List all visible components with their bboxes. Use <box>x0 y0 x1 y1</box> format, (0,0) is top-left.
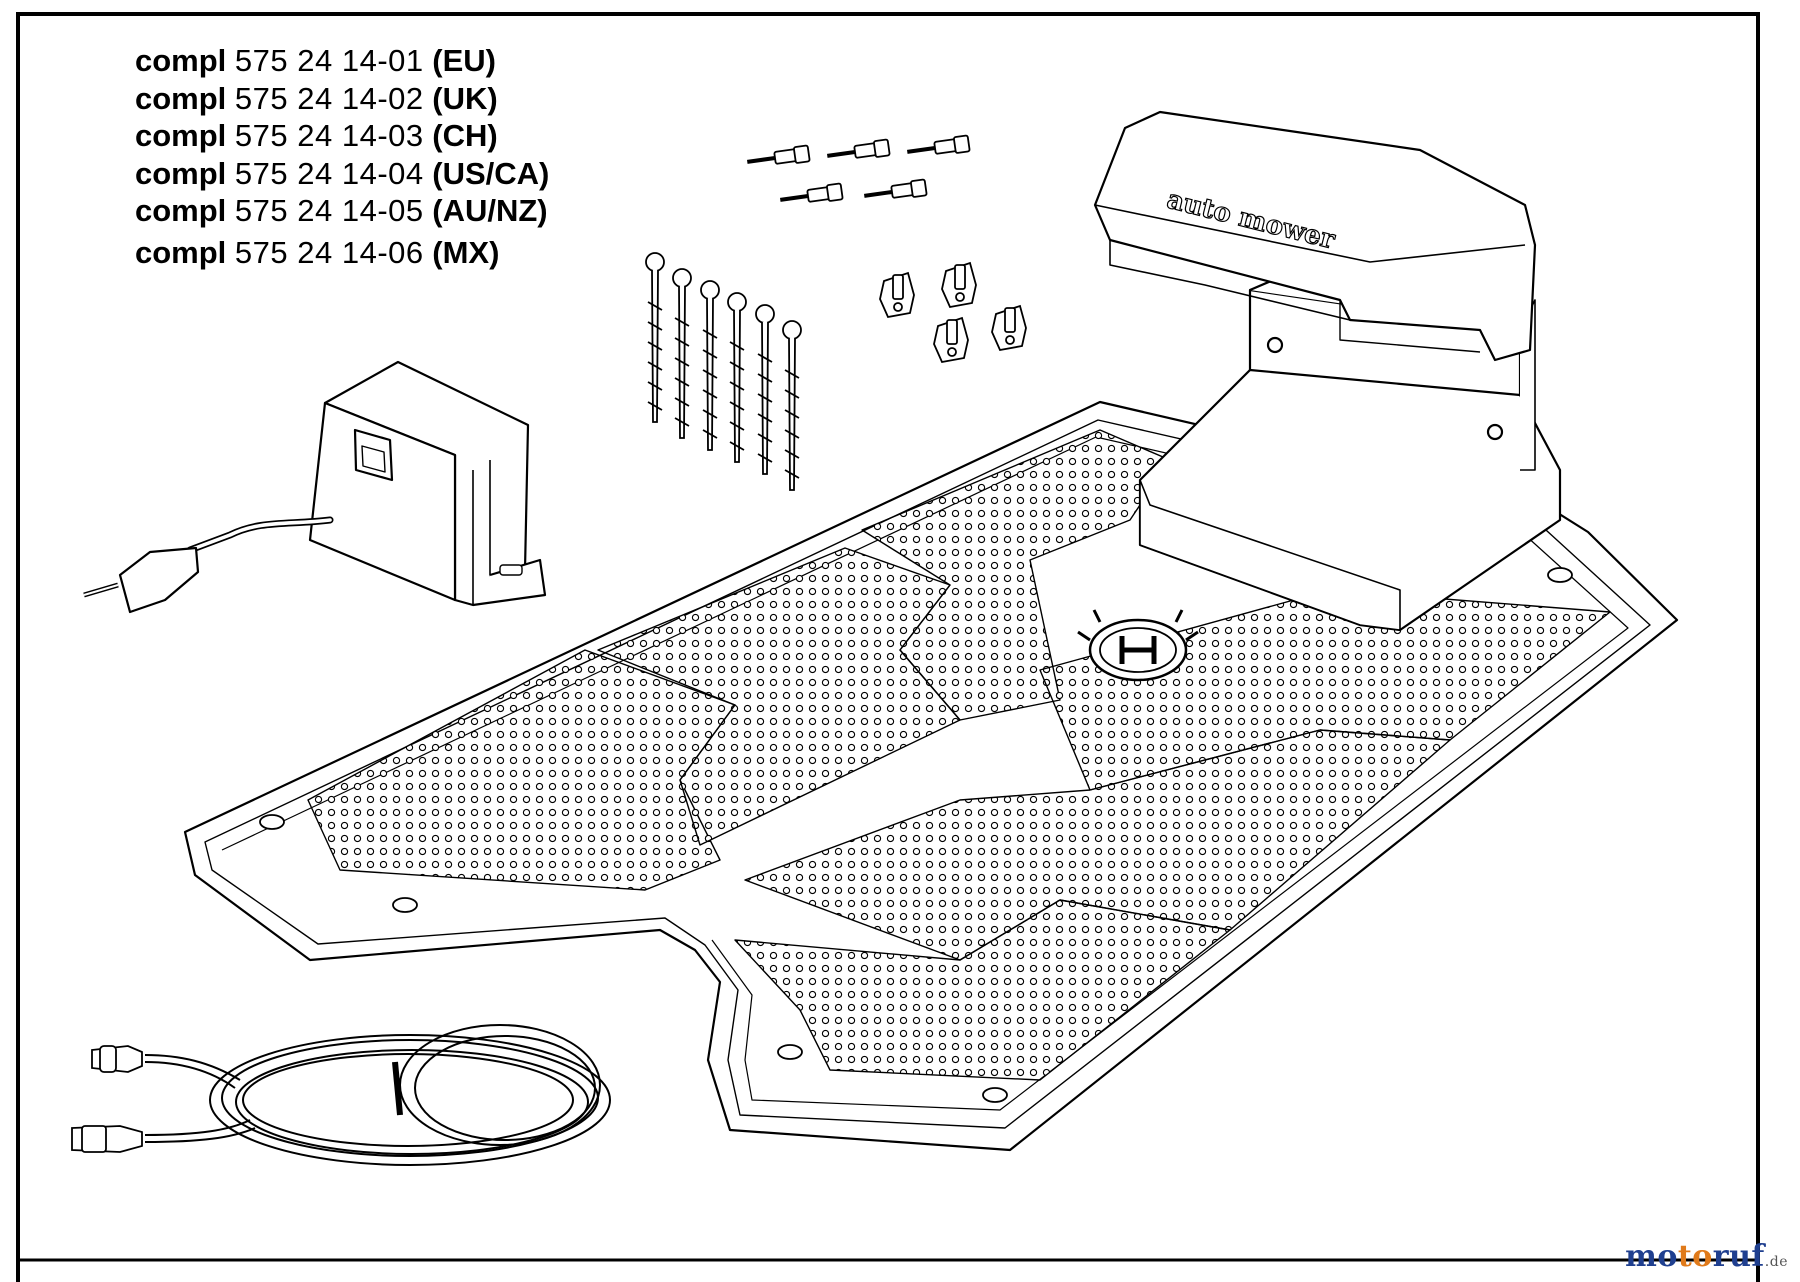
part-number-item: compl 575 24 14-05 (AU/NZ) <box>135 192 549 230</box>
part-number: 575 24 14-02 <box>234 80 424 116</box>
part-region: (AU/NZ) <box>432 193 548 228</box>
watermark-name: motoruf <box>1625 1239 1765 1274</box>
part-number: 575 24 14-04 <box>234 155 424 191</box>
part-number: 575 24 14-05 <box>234 193 424 228</box>
part-region: (US/CA) <box>432 155 550 191</box>
part-prefix: compl <box>135 155 227 191</box>
part-number: 575 24 14-01 <box>234 43 424 78</box>
wire-connectors <box>746 134 971 203</box>
splice-clips <box>879 261 1027 364</box>
watermark-logo: motoruf.de <box>1625 1239 1788 1274</box>
part-prefix: compl <box>135 118 227 153</box>
charging-station <box>1093 110 1562 632</box>
part-number-item: compl 575 24 14-01 (EU) <box>135 42 549 80</box>
part-region: (MX) <box>432 234 500 270</box>
part-region: (EU) <box>432 43 496 78</box>
low-voltage-cable <box>71 1024 611 1166</box>
part-number-item: compl 575 24 14-06 (MX) <box>135 234 549 272</box>
part-number-item: compl 575 24 14-03 (CH) <box>135 117 549 155</box>
part-prefix: compl <box>135 43 227 78</box>
part-number-item: compl 575 24 14-04 (US/CA) <box>135 155 549 193</box>
ground-stakes <box>645 252 802 491</box>
part-number: 575 24 14-03 <box>234 118 424 153</box>
drawing-border <box>16 12 1760 1282</box>
husqvarna-logo <box>1077 609 1199 682</box>
part-number-list: compl 575 24 14-01 (EU)compl 575 24 14-0… <box>135 42 549 271</box>
part-number-item: compl 575 24 14-02 (UK) <box>135 80 549 118</box>
part-prefix: compl <box>135 80 227 116</box>
part-region: (UK) <box>432 80 498 116</box>
watermark-tld: .de <box>1764 1254 1788 1270</box>
part-prefix: compl <box>135 193 227 228</box>
part-region: (CH) <box>432 118 498 153</box>
part-prefix: compl <box>135 234 227 270</box>
power-supply <box>83 360 547 614</box>
part-number: 575 24 14-06 <box>234 234 424 270</box>
